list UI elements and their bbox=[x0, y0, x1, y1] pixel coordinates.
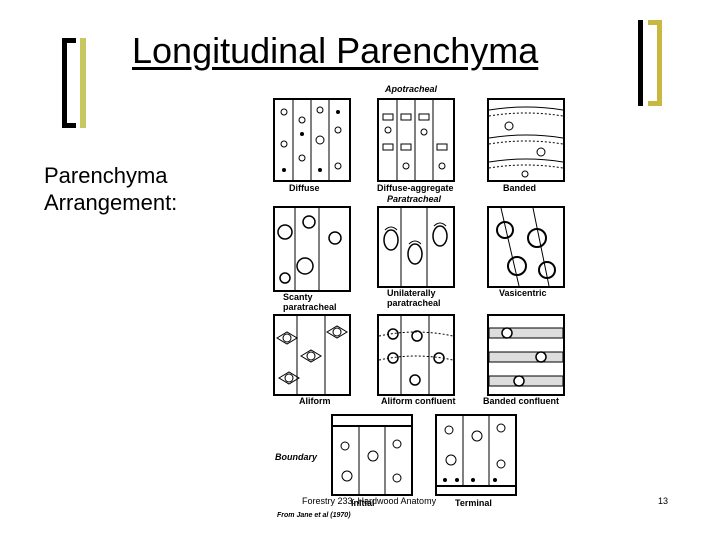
label-line: Scanty bbox=[283, 292, 313, 302]
panel-aliform bbox=[273, 314, 351, 396]
panel-aliform-confluent bbox=[377, 314, 455, 396]
label-banded: Banded bbox=[503, 183, 537, 193]
panel-banded-confluent bbox=[487, 314, 565, 396]
slide-footer: Forestry 233: Hardwood Anatomy bbox=[302, 496, 437, 506]
diffuse-drawing bbox=[280, 100, 342, 180]
figure-source: From Jane et al (1970) bbox=[277, 512, 351, 519]
group-label-paratracheal: Paratracheal bbox=[387, 194, 442, 204]
label-vasicentric: Vasicentric bbox=[499, 288, 547, 298]
vasicentric-drawing bbox=[496, 208, 556, 286]
slide-title: Longitudinal Parenchyma bbox=[132, 30, 539, 71]
label-diffuse: Diffuse bbox=[289, 183, 320, 193]
right-accent-bar bbox=[638, 20, 643, 106]
label-unilaterally-paratracheal: Unilaterally paratracheal bbox=[387, 288, 441, 308]
slide-subtitle: Parenchyma Arrangement: bbox=[44, 162, 177, 216]
unilaterally-paratracheal-drawing bbox=[383, 208, 448, 286]
diffuse-aggregate-drawing bbox=[382, 100, 448, 180]
banded-confluent-drawing bbox=[489, 327, 563, 387]
panel-terminal bbox=[435, 414, 517, 496]
label-line: paratracheal bbox=[387, 298, 441, 308]
label-line: Unilaterally bbox=[387, 288, 436, 298]
label-aliform-confluent: Aliform confluent bbox=[381, 396, 456, 406]
left-accent-bar bbox=[80, 38, 86, 128]
banded-drawing bbox=[489, 106, 563, 178]
page-number: 13 bbox=[658, 496, 669, 506]
label-line: paratracheal bbox=[283, 302, 337, 312]
panel-unilaterally-paratracheal bbox=[377, 206, 455, 288]
panel-scanty-paratracheal bbox=[273, 206, 351, 292]
group-label-apotracheal: Apotracheal bbox=[385, 84, 438, 94]
right-bracket-decoration bbox=[648, 20, 662, 106]
subtitle-line: Parenchyma bbox=[44, 163, 168, 188]
aliform-drawing bbox=[276, 316, 348, 394]
label-banded-confluent: Banded confluent bbox=[483, 396, 559, 406]
terminal-drawing bbox=[437, 416, 515, 487]
panel-diffuse bbox=[273, 98, 351, 182]
parenchyma-figure: Apotracheal Paratracheal Diffuse Diffuse… bbox=[265, 80, 580, 525]
label-aliform: Aliform bbox=[299, 396, 331, 406]
initial-drawing bbox=[333, 425, 411, 494]
aliform-confluent-drawing bbox=[379, 316, 453, 394]
scanty-paratracheal-drawing bbox=[277, 208, 342, 290]
panel-initial bbox=[331, 414, 413, 496]
label-initial: Initial bbox=[351, 498, 375, 508]
panel-diffuse-aggregate bbox=[377, 98, 455, 182]
left-bracket-decoration bbox=[62, 38, 76, 128]
group-label-boundary: Boundary bbox=[275, 452, 318, 462]
subtitle-line: Arrangement: bbox=[44, 190, 178, 215]
label-diffuse-aggregate: Diffuse-aggregate bbox=[377, 183, 454, 193]
label-scanty-paratracheal: Scanty paratracheal bbox=[283, 292, 337, 312]
panel-vasicentric bbox=[487, 206, 565, 288]
label-terminal: Terminal bbox=[455, 498, 492, 508]
panel-banded bbox=[487, 98, 565, 182]
